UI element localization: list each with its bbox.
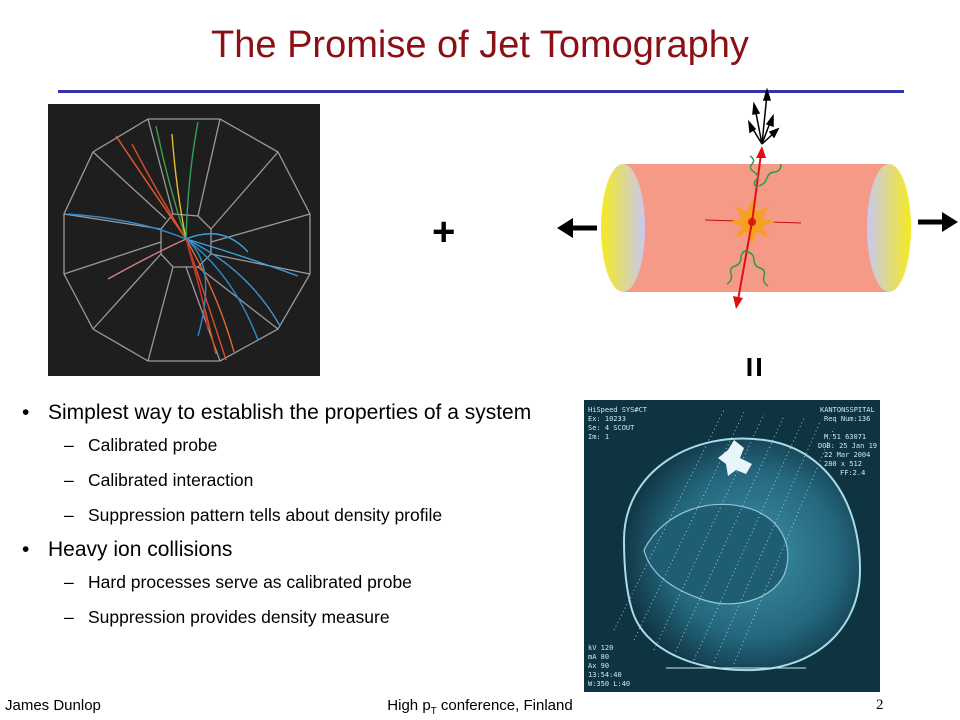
bullet-item: Heavy ion collisions <box>22 535 582 565</box>
ct-header-left-2: Ex: 10233 <box>588 415 626 423</box>
title-rule <box>58 90 904 93</box>
ct-header-right-4: DOB: 25 Jan 19 <box>818 442 877 450</box>
ct-header-right-3: M 51 63071 <box>824 433 866 441</box>
plus-sign: + <box>432 210 456 254</box>
ct-header-left-4: Im: 1 <box>588 433 609 441</box>
gluon-radiation <box>726 155 782 287</box>
ct-footer-1: kV 120 <box>588 644 613 652</box>
collision-diagram <box>557 88 958 309</box>
ct-header-left-3: Se: 4 SCOUT <box>588 424 635 432</box>
bullet-item: Simplest way to establish the properties… <box>22 398 582 428</box>
bright-spot <box>718 440 752 476</box>
beam-arrow-left <box>557 218 597 238</box>
ct-header-right-2: Req Num:136 <box>824 415 870 423</box>
particle-tracks <box>67 121 299 361</box>
left-cap <box>601 164 645 292</box>
ct-header-left-1: HiSpeed SYS#CT <box>588 406 648 414</box>
sub-bullet-item: Suppression provides density measure <box>22 600 582 635</box>
sub-bullet-item: Calibrated probe <box>22 428 582 463</box>
sub-bullet-item: Calibrated interaction <box>22 463 582 498</box>
detector-outline <box>63 118 311 362</box>
beam-arrow-right <box>918 212 958 232</box>
right-cap <box>867 164 911 292</box>
sub-bullet-item: Hard processes serve as calibrated probe <box>22 565 582 600</box>
ct-header-right-6: 280 x 512 <box>824 460 862 468</box>
jet-quenched <box>733 221 753 309</box>
jet-leading <box>751 146 766 223</box>
footer-page-number: 2 <box>876 697 884 713</box>
bullet-list: Simplest way to establish the properties… <box>22 398 582 635</box>
ct-header-right-1: KANTONSSPITAL <box>820 406 875 414</box>
outgoing-fragments <box>748 88 780 145</box>
ct-scan-image: HiSpeed SYS#CT Ex: 10233 Se: 4 SCOUT Im:… <box>584 400 880 692</box>
ct-footer-2: mA 80 <box>588 653 609 661</box>
ct-footer-4: 13:54:40 <box>588 671 622 679</box>
ct-footer-5: W:350 L:40 <box>588 680 630 688</box>
footer-conference-suffix: conference, Finland <box>436 697 573 714</box>
footer-conference: High pT conference, Finland <box>0 697 960 717</box>
ct-header-right-7: FF:2.4 <box>840 469 865 477</box>
footer-conference-prefix: High p <box>387 697 431 714</box>
footer-author: James Dunlop <box>5 697 101 714</box>
footer-conference-subscript: T <box>430 706 437 717</box>
slide-title: The Promise of Jet Tomography <box>211 24 749 66</box>
detector-event-display <box>48 104 320 376</box>
sub-bullet-item: Suppression pattern tells about density … <box>22 498 582 533</box>
equals-sign: = <box>734 356 776 378</box>
ct-footer-3: Ax 90 <box>588 662 609 670</box>
ct-header-right-5: 22 Mar 2004 <box>824 451 870 459</box>
